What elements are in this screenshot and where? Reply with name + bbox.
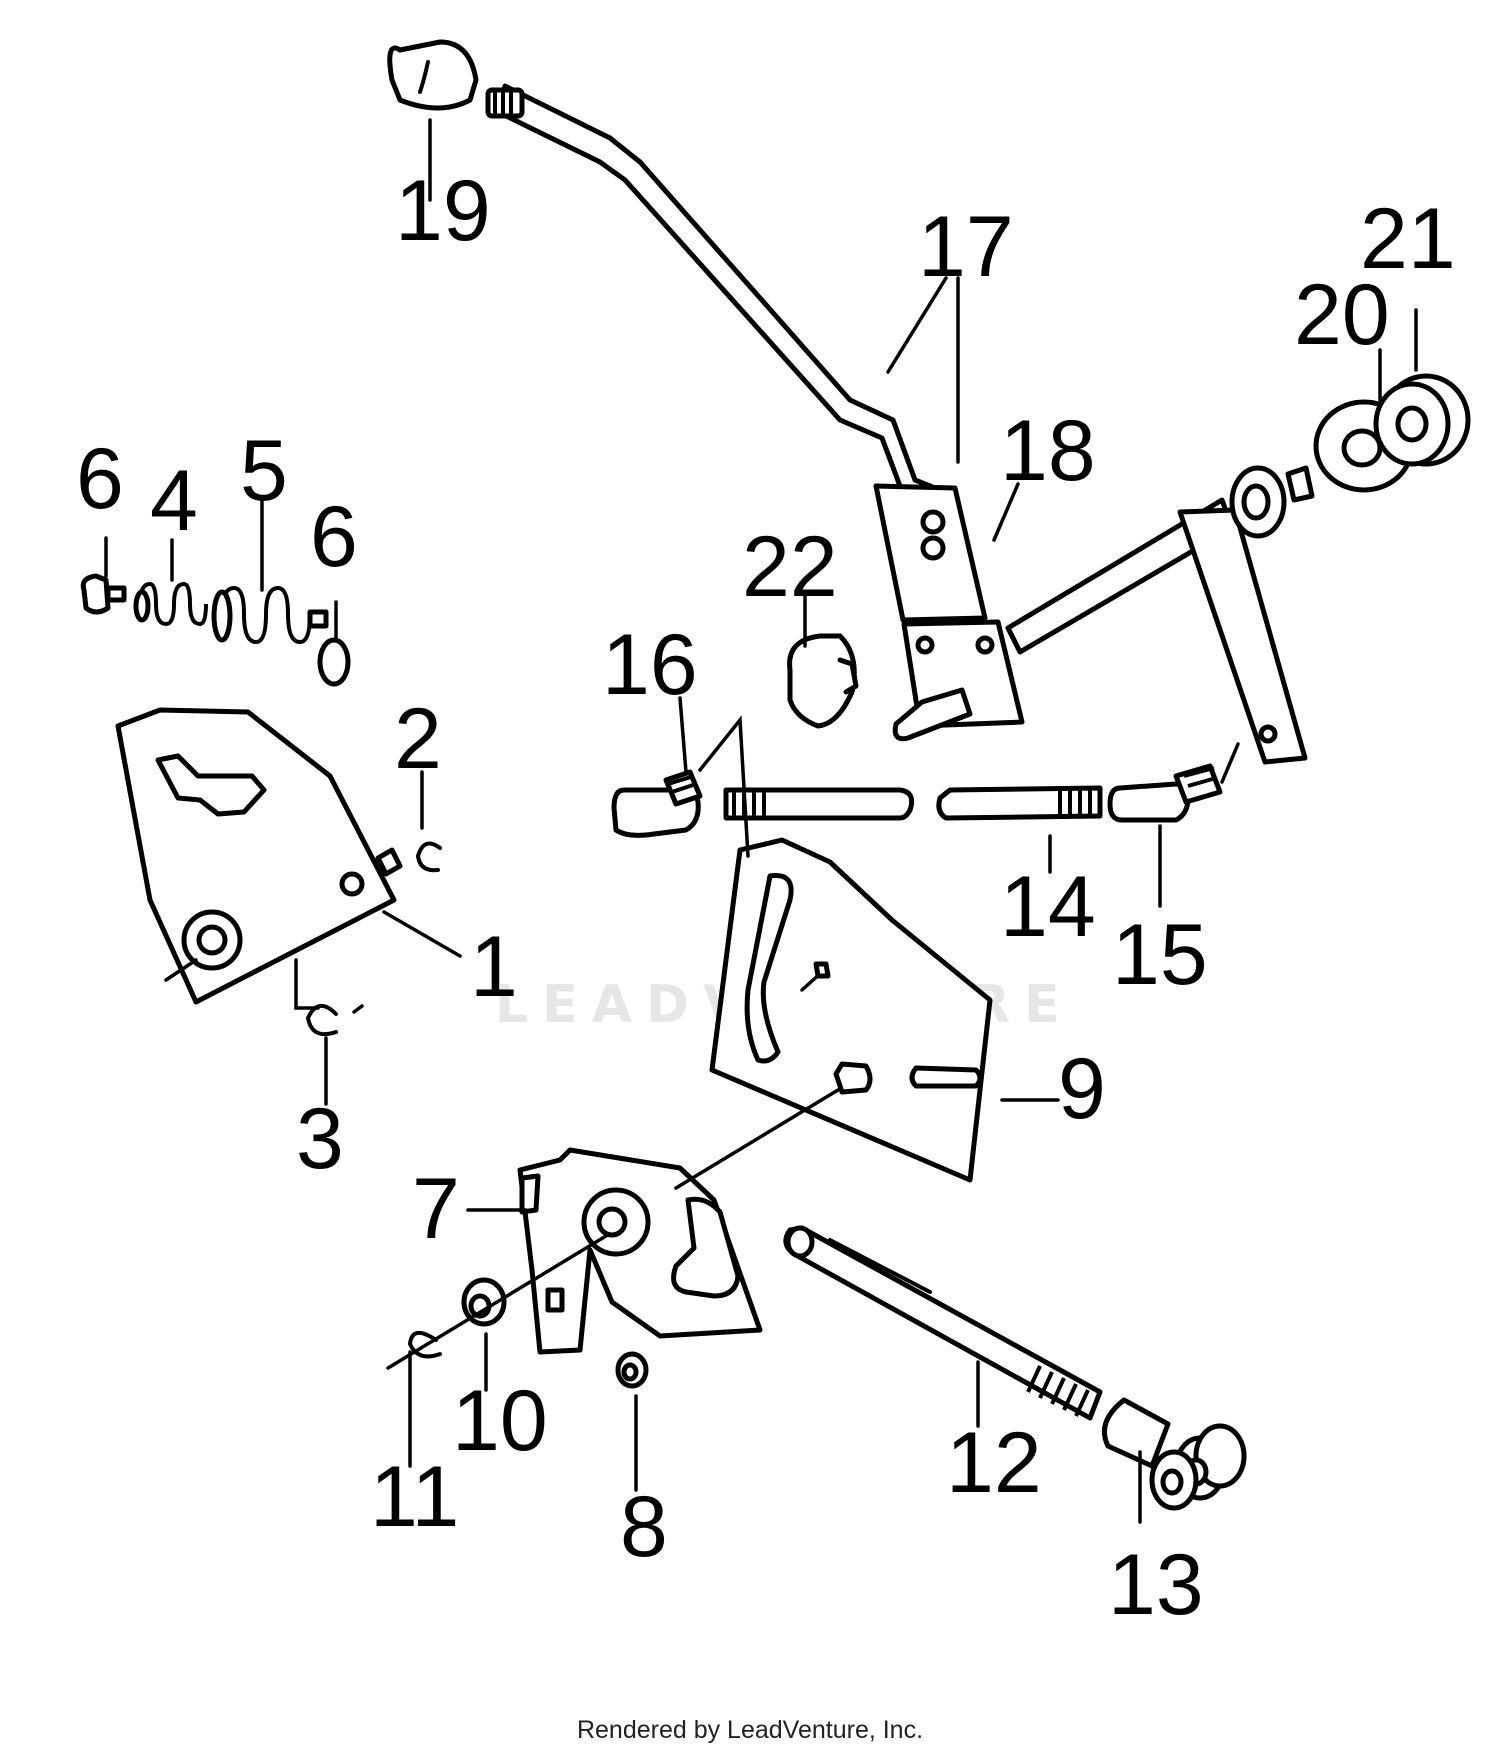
- part-13-clevis: [1102, 1397, 1247, 1511]
- part-17-shift-lever: [485, 83, 988, 623]
- callout-4: 4: [150, 453, 198, 549]
- callout-18: 18: [1000, 403, 1096, 499]
- part-16-clevis: [611, 769, 703, 838]
- callout-15: 15: [1112, 907, 1208, 1003]
- callout-3: 3: [296, 1091, 344, 1187]
- part-12-long-rod: [783, 1225, 1103, 1421]
- part-14-rod: [723, 785, 1103, 821]
- callout-14: 14: [1000, 859, 1096, 955]
- callout-13: 13: [1108, 1537, 1204, 1633]
- callout-16: 16: [602, 617, 698, 713]
- part-7-bracket: [517, 1147, 763, 1355]
- callout-20: 20: [1294, 267, 1390, 363]
- part-2-clip: [415, 841, 442, 873]
- part-15-clevis: [1107, 763, 1223, 823]
- part-5-spring-large: [211, 585, 329, 645]
- part-11-clip: [407, 1331, 442, 1359]
- part-18-bracket-shaft: [892, 465, 1315, 765]
- part-9-shift-plate: [709, 837, 993, 1183]
- part-3-clip: [305, 1004, 364, 1037]
- part-19-knob: [387, 39, 479, 111]
- callouts: 19 17 21 20 18 22 16 6 4 5 6 2 1 3 14 15…: [76, 163, 1456, 1633]
- part-8-nut: [615, 1351, 649, 1389]
- part-22-cap: [787, 633, 859, 729]
- part-10-washer: [461, 1277, 507, 1327]
- callout-21: 21: [1360, 191, 1456, 287]
- credit-footer: Rendered by LeadVenture, Inc.: [576, 1716, 924, 1744]
- part-6-pin-left: [80, 573, 127, 615]
- callout-11: 11: [370, 1449, 459, 1545]
- callout-5: 5: [240, 423, 288, 519]
- callout-12: 12: [946, 1415, 1042, 1511]
- part-4-spring-small: [133, 581, 208, 627]
- callout-2: 2: [394, 691, 442, 787]
- callout-9: 9: [1058, 1041, 1106, 1137]
- callout-10: 10: [452, 1373, 548, 1469]
- callout-7: 7: [412, 1161, 460, 1257]
- leader-lines: [104, 118, 1418, 1524]
- callout-19: 19: [395, 163, 491, 259]
- part-21-pulley: [1373, 373, 1471, 467]
- callout-6b: 6: [310, 489, 358, 585]
- callout-1: 1: [470, 919, 518, 1015]
- callout-8: 8: [620, 1479, 668, 1575]
- callout-22: 22: [742, 519, 838, 615]
- callout-6a: 6: [76, 431, 124, 527]
- part-6-pin-right: [317, 637, 351, 687]
- part-1-plate: [115, 707, 403, 1005]
- callout-17: 17: [918, 199, 1014, 295]
